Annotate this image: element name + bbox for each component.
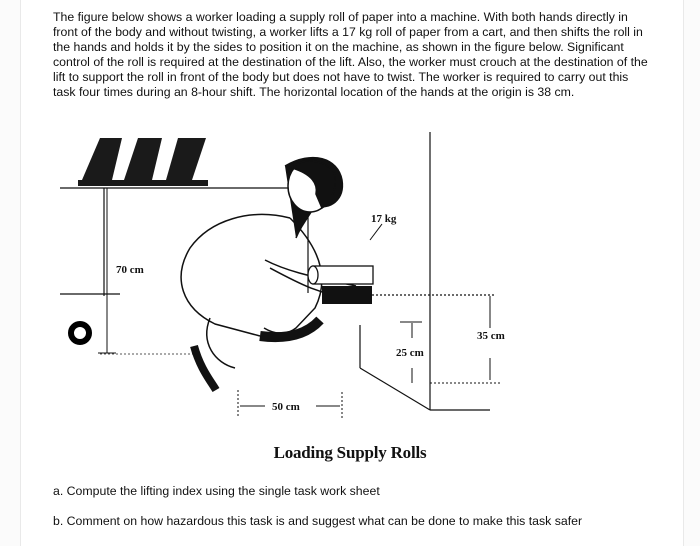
cart bbox=[60, 187, 309, 296]
horizontal-dimension bbox=[237, 390, 343, 418]
weight-pointer bbox=[369, 223, 383, 241]
cart-wheel bbox=[68, 321, 92, 345]
stacked-paper-rolls bbox=[78, 138, 208, 186]
machine-frame bbox=[359, 132, 496, 411]
figure-caption: Loading Supply Rolls bbox=[273, 443, 427, 462]
weight-label: 17 kg bbox=[371, 213, 397, 225]
machine-height-dimension bbox=[430, 296, 500, 384]
page-edge-left bbox=[0, 0, 21, 546]
question-a: a. Compute the lifting index using the s… bbox=[53, 484, 380, 498]
problem-statement: The figure below shows a worker loading … bbox=[53, 10, 648, 99]
loading-supply-rolls-figure: 17 kg 70 cm 35 cm 25 cm 50 cm bbox=[60, 128, 600, 458]
hand-distance-dimension bbox=[400, 321, 422, 383]
cart-height-label: 70 cm bbox=[116, 264, 144, 276]
machine-height-label: 35 cm bbox=[477, 330, 505, 342]
crouching-worker bbox=[180, 156, 357, 393]
hand-distance-label: 25 cm bbox=[396, 347, 424, 359]
held-paper-roll bbox=[307, 265, 374, 304]
figure-illustration: 17 kg 70 cm 35 cm 25 cm 50 cm bbox=[60, 132, 505, 418]
page-edge-right bbox=[683, 0, 700, 546]
cart-height-dimension bbox=[98, 188, 116, 354]
horizontal-distance-label: 50 cm bbox=[272, 401, 300, 413]
question-b: b. Comment on how hazardous this task is… bbox=[53, 514, 583, 528]
